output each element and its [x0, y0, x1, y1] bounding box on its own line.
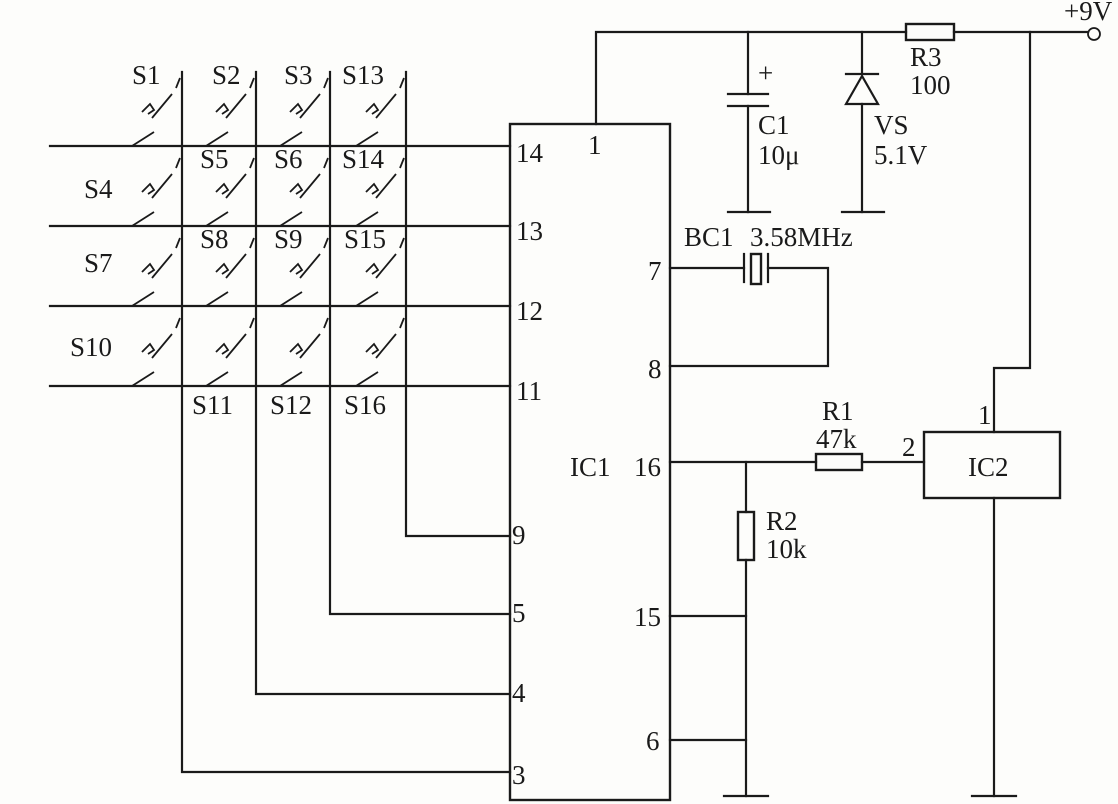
col-line-1 [180, 70, 512, 774]
switch-label-s10: S10 [70, 332, 112, 362]
ic2-pin-2: 2 [902, 432, 916, 462]
keypad-matrix: S1 S2 S3 S13 S4 S5 S6 S14 S7 S8 S9 S15 S… [48, 60, 512, 774]
ic2: IC2 1 2 [902, 400, 1062, 798]
ic1-pin-16: 16 [634, 452, 661, 482]
supply-label: +9V [1064, 0, 1113, 26]
switch-label-s16: S16 [344, 390, 386, 420]
switch-label-s6: S6 [274, 144, 303, 174]
vs-name: VS [874, 110, 909, 140]
key-switch-s6 [279, 157, 329, 227]
key-switch-s1 [131, 77, 181, 147]
ic1-pin-15: 15 [634, 602, 661, 632]
bc1-lead-right [668, 266, 830, 368]
col-line-3 [328, 70, 512, 616]
ic1-pin-7: 7 [648, 256, 662, 286]
key-switch-s5 [205, 157, 255, 227]
ic1-pin-1: 1 [588, 130, 602, 160]
ic2-label: IC2 [968, 452, 1009, 482]
ic1-pin-14: 14 [516, 138, 544, 168]
bc1-body [749, 252, 763, 286]
ic2-body [922, 430, 1062, 500]
key-switch-s9 [279, 237, 329, 307]
r2-resistor [736, 510, 756, 562]
power-section: +9V R3 100 + C1 10μ VS 5.1V [594, 0, 1113, 434]
crystal-bc1: BC1 3.58MHz [668, 222, 853, 368]
ic2-supply-wire [992, 30, 1032, 434]
key-switch-s8 [205, 237, 255, 307]
switch-label-s4: S4 [84, 174, 113, 204]
c1-value: 10μ [758, 140, 799, 170]
key-switch-s7 [131, 237, 181, 307]
r2-name: R2 [766, 506, 798, 536]
ic1-pin-6: 6 [646, 726, 660, 756]
c1-polarity: + [758, 58, 773, 88]
switch-label-s8: S8 [200, 224, 229, 254]
ic1-pin-4: 4 [512, 678, 526, 708]
key-switch-s11 [205, 317, 255, 387]
ic1-pin-8: 8 [648, 354, 662, 384]
vs-value: 5.1V [874, 140, 928, 170]
ic1-pin-12: 12 [516, 296, 543, 326]
switch-label-s14: S14 [342, 144, 385, 174]
supply-terminal [1087, 27, 1101, 41]
ic2-pin-1: 1 [978, 400, 992, 430]
ic1-pin-3: 3 [512, 760, 526, 790]
r3-value: 100 [910, 70, 951, 100]
key-switch-s2 [205, 77, 255, 147]
key-switches [131, 77, 405, 387]
switch-label-s7: S7 [84, 248, 113, 278]
bc1-value: 3.58MHz [750, 222, 853, 252]
vs-diode [844, 73, 880, 106]
r3-name: R3 [910, 42, 942, 72]
output-network: R1 47k R2 10k [668, 396, 926, 798]
key-switch-s10 [131, 317, 181, 387]
r1-resistor [814, 452, 864, 472]
vcc-wire [594, 30, 908, 126]
ic1-pin-11: 11 [516, 376, 542, 406]
key-switch-s14 [355, 157, 405, 227]
key-switch-s3 [279, 77, 329, 147]
ic1-pin-5: 5 [512, 598, 526, 628]
r3-resistor [904, 22, 956, 42]
switch-label-s2: S2 [212, 60, 241, 90]
ic1-pin-9: 9 [512, 520, 526, 550]
key-switch-s16 [355, 317, 405, 387]
ic1-pin-13: 13 [516, 216, 543, 246]
switch-label-s15: S15 [344, 224, 386, 254]
c1-name: C1 [758, 110, 790, 140]
bc1-name: BC1 [684, 222, 734, 252]
switch-label-s11: S11 [192, 390, 233, 420]
switch-label-s12: S12 [270, 390, 312, 420]
switch-label-s5: S5 [200, 144, 229, 174]
ic1-label: IC1 [570, 452, 611, 482]
col-line-2 [254, 70, 512, 696]
switch-label-s1: S1 [132, 60, 161, 90]
r2-value: 10k [766, 534, 807, 564]
col-line-4 [404, 70, 512, 538]
r1-name: R1 [822, 396, 854, 426]
key-switch-s15 [355, 237, 405, 307]
key-switch-s12 [279, 317, 329, 387]
r1-value: 47k [816, 424, 857, 454]
switch-label-s9: S9 [274, 224, 303, 254]
key-switch-s4 [131, 157, 181, 227]
switch-label-s3: S3 [284, 60, 313, 90]
key-switch-s13 [355, 77, 405, 147]
switch-label-s13: S13 [342, 60, 384, 90]
ic1: IC1 1 14 13 12 11 9 5 4 3 7 8 16 15 6 [508, 122, 672, 802]
